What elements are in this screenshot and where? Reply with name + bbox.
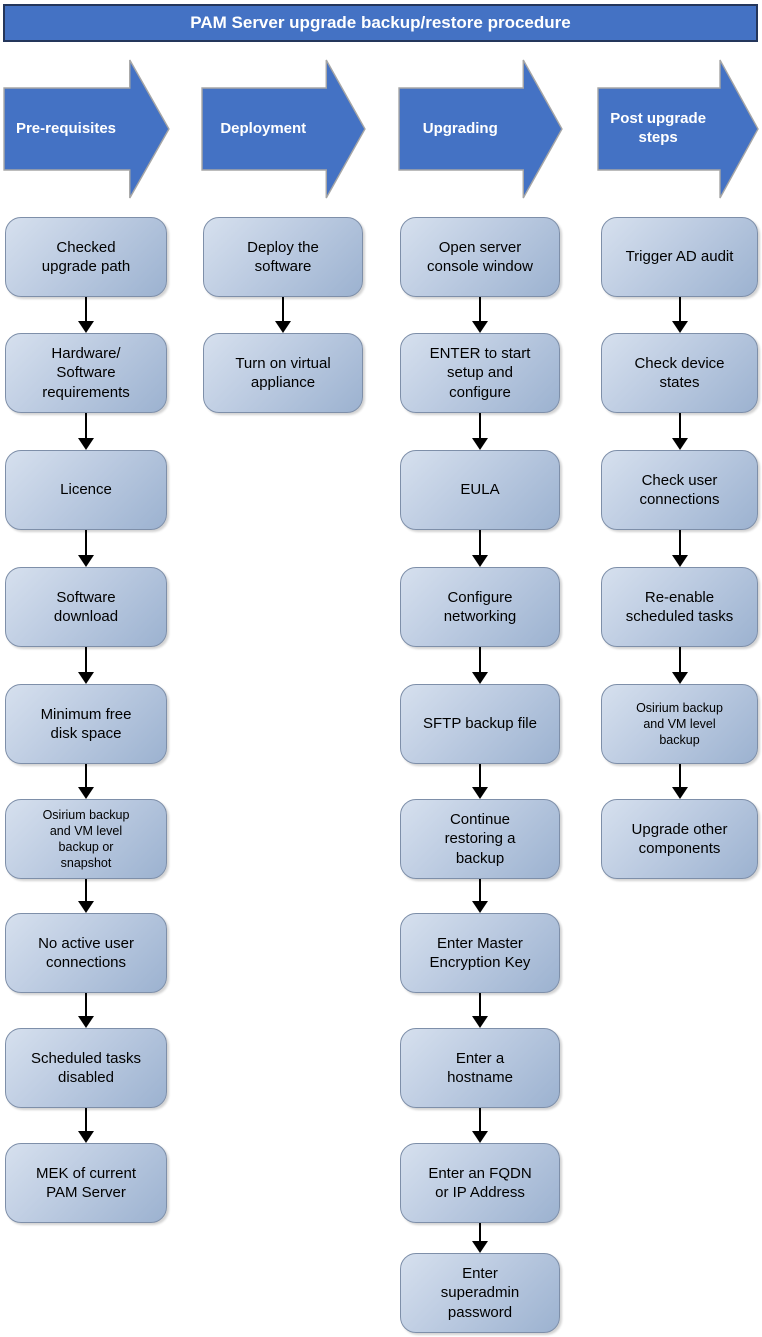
down-arrow-connector [472, 297, 488, 333]
down-arrow-connector [671, 413, 688, 450]
flow-step-label: Trigger AD audit [625, 248, 734, 266]
down-arrow-connector [78, 297, 94, 333]
flow-step-label: Checked upgrade path [41, 238, 131, 275]
flow-step-label: Continue restoring a backup [444, 811, 516, 867]
flow-step-label: Enter Master Encryption Key [429, 934, 531, 971]
stage-label: Pre-requisites [15, 119, 117, 137]
down-arrow-connector [472, 647, 488, 684]
flow-step-box: Turn on virtual appliance [203, 333, 363, 413]
down-arrow-connector [671, 647, 688, 684]
flow-step-label: Enter superadmin password [440, 1265, 520, 1321]
down-arrow-connector [472, 879, 488, 913]
flow-step-box: SFTP backup file [400, 684, 560, 764]
flow-step-label: No active user connections [38, 934, 134, 971]
flow-step-box: MEK of current PAM Server [5, 1143, 167, 1223]
flow-step-label: MEK of current PAM Server [35, 1164, 137, 1201]
down-arrow-connector [78, 413, 94, 450]
flow-step-box: Continue restoring a backup [400, 799, 560, 879]
flow-step-label: EULA [460, 481, 500, 499]
flow-step-box: Hardware/ Software requirements [5, 333, 167, 413]
flow-step-label: Hardware/ Software requirements [42, 345, 130, 401]
down-arrow-connector [78, 530, 94, 567]
flow-step-label: Configure networking [443, 588, 517, 625]
right-arrow-icon: Post upgrade steps [597, 58, 760, 200]
flow-step-box: Re-enable scheduled tasks [601, 567, 758, 647]
flow-step-box: Upgrade other components [601, 799, 758, 879]
right-arrow-icon: Upgrading [398, 58, 564, 200]
flow-step-box: Licence [5, 450, 167, 530]
title-banner: PAM Server upgrade backup/restore proced… [3, 4, 758, 42]
flow-step-label: Enter an FQDN or IP Address [428, 1164, 532, 1201]
flow-step-box: Check device states [601, 333, 758, 413]
stage-label: Post upgrade steps [610, 110, 707, 146]
down-arrow-connector [472, 1223, 488, 1253]
down-arrow-connector [78, 1108, 94, 1143]
flow-step-box: Minimum free disk space [5, 684, 167, 764]
flow-step-label: Turn on virtual appliance [235, 354, 331, 391]
down-arrow-connector [472, 764, 488, 799]
flow-step-box: Configure networking [400, 567, 560, 647]
stage-label: Deployment [220, 119, 307, 137]
flow-step-label: Deploy the software [247, 238, 319, 275]
flow-step-box: No active user connections [5, 913, 167, 993]
down-arrow-connector [671, 764, 688, 799]
down-arrow-connector [78, 993, 94, 1028]
flow-step-box: Osirium backup and VM level backup or sn… [5, 799, 167, 879]
flow-step-label: ENTER to start setup and configure [429, 345, 531, 401]
flow-step-label: Open server console window [427, 238, 533, 275]
down-arrow-connector [78, 879, 94, 913]
flow-step-box: Scheduled tasks disabled [5, 1028, 167, 1108]
page-title: PAM Server upgrade backup/restore proced… [190, 13, 571, 32]
flow-step-box: ENTER to start setup and configure [400, 333, 560, 413]
flow-step-box: Deploy the software [203, 217, 363, 297]
flow-step-box: Osirium backup and VM level backup [601, 684, 758, 764]
flow-step-box: Checked upgrade path [5, 217, 167, 297]
down-arrow-connector [472, 993, 488, 1028]
flow-step-box: Software download [5, 567, 167, 647]
flow-step-box: Trigger AD audit [601, 217, 758, 297]
down-arrow-connector [472, 413, 488, 450]
down-arrow-connector [671, 530, 688, 567]
flow-step-label: Licence [60, 481, 112, 499]
down-arrow-connector [78, 764, 94, 799]
stage-label: Upgrading [422, 119, 498, 137]
right-arrow-icon: Deployment [201, 58, 367, 200]
flow-step-box: Enter Master Encryption Key [400, 913, 560, 993]
flow-step-box: Open server console window [400, 217, 560, 297]
flow-step-label: Scheduled tasks disabled [30, 1049, 142, 1086]
flow-step-label: Check device states [634, 354, 725, 391]
down-arrow-connector [472, 1108, 488, 1143]
right-arrow-icon: Pre-requisites [3, 58, 171, 200]
flow-step-box: Check user connections [601, 450, 758, 530]
flow-step-label: Osirium backup and VM level backup [636, 700, 723, 748]
down-arrow-connector [78, 647, 94, 684]
down-arrow-connector [275, 297, 291, 333]
flow-step-label: Software download [53, 588, 119, 625]
flow-step-label: SFTP backup file [423, 715, 537, 733]
down-arrow-connector [671, 297, 688, 333]
flow-step-box: Enter a hostname [400, 1028, 560, 1108]
flow-step-label: Check user connections [639, 471, 720, 508]
flow-step-label: Enter a hostname [447, 1049, 513, 1086]
flow-step-label: Minimum free disk space [40, 705, 132, 742]
flow-step-box: EULA [400, 450, 560, 530]
down-arrow-connector [472, 530, 488, 567]
flow-step-label: Re-enable scheduled tasks [625, 588, 734, 625]
flow-step-box: Enter an FQDN or IP Address [400, 1143, 560, 1223]
flow-step-label: Osirium backup and VM level backup or sn… [42, 807, 130, 871]
flow-step-box: Enter superadmin password [400, 1253, 560, 1333]
flow-step-label: Upgrade other components [631, 820, 728, 857]
